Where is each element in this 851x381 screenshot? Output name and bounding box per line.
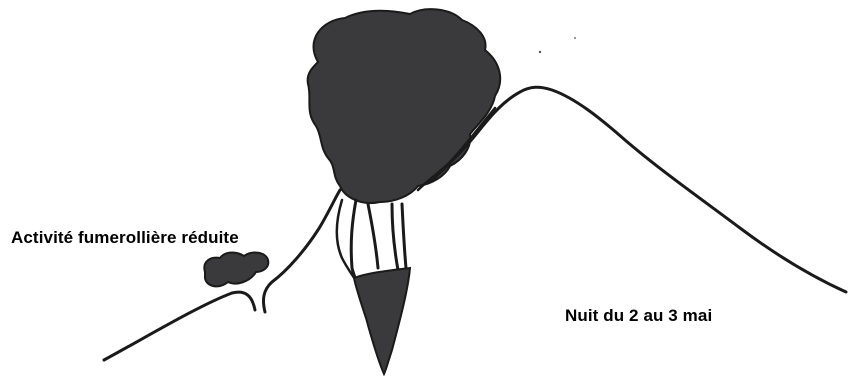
- fumarole-activity-label: Activité fumerollière réduite: [11, 228, 239, 248]
- left-flank-upper: [263, 190, 340, 312]
- conduit-right: [392, 204, 398, 270]
- date-label: Nuit du 2 au 3 mai: [565, 306, 712, 326]
- fumarole-cloud: [204, 253, 268, 287]
- right-flank: [430, 87, 846, 292]
- conduit-mid: [368, 204, 378, 268]
- speck: [539, 51, 541, 53]
- eruption-plume: [308, 9, 501, 203]
- conduit-far-right: [402, 204, 406, 268]
- magma-funnel: [354, 268, 410, 374]
- speck: [574, 37, 576, 39]
- left-flank: [104, 292, 255, 360]
